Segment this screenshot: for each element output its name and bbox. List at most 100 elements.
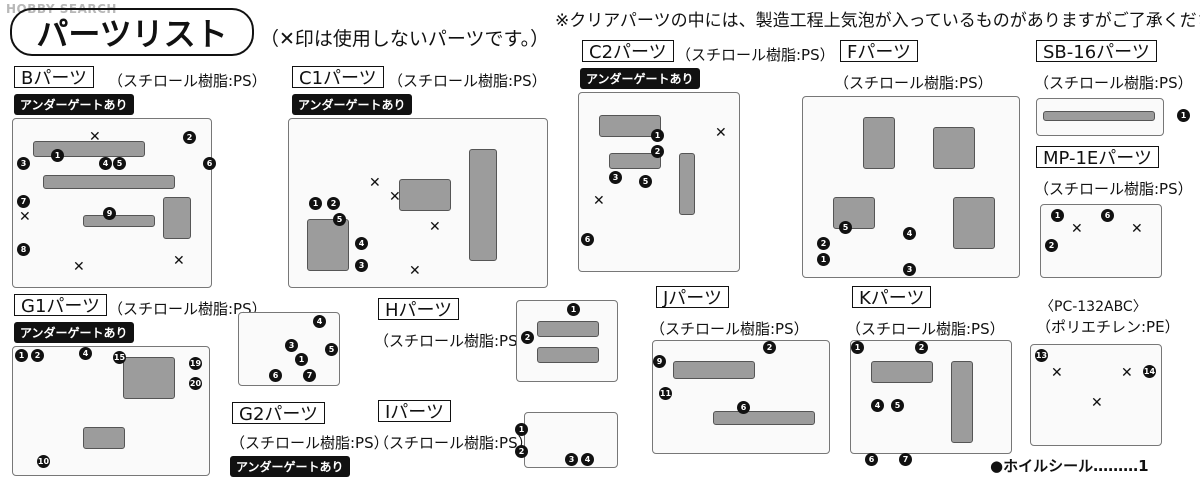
runner-frame-c2: 1 2 3 5 6 ✕ ✕: [578, 92, 740, 272]
part-c2-1: [599, 115, 661, 137]
runner-label-g1: G1パーツ: [14, 294, 108, 317]
part-number: 2: [651, 145, 664, 158]
part-g1-1: [123, 357, 175, 399]
runner-frame-g2: 4 3 5 1 6 7: [238, 312, 340, 386]
part-number: 4: [313, 315, 326, 328]
runner-material-g2: （スチロール樹脂:PS）: [230, 434, 389, 452]
part-number: 9: [103, 207, 116, 220]
runner-material-pc: （ポリエチレン:PE）: [1036, 318, 1180, 336]
runner-label-mp1e: MP-1Eパーツ: [1036, 146, 1159, 169]
runner-material-i: （スチロール樹脂:PS）: [374, 434, 533, 452]
part-b4: [163, 197, 191, 239]
part-number: 4: [99, 157, 112, 170]
part-number: 3: [355, 259, 368, 272]
runner-label-j: Jパーツ: [656, 286, 729, 309]
runner-label-c2: C2パーツ: [582, 40, 674, 63]
part-number: 3: [17, 157, 30, 170]
part-number: 1: [567, 303, 580, 316]
part-c2-2: [609, 153, 661, 169]
part-number: 5: [333, 213, 346, 226]
runner-material-j: （スチロール樹脂:PS）: [650, 320, 809, 338]
runner-material-g1: （スチロール樹脂:PS）: [108, 300, 267, 318]
part-j1: [673, 361, 755, 379]
part-number: 9: [653, 355, 666, 368]
part-number: 4: [871, 399, 884, 412]
part-number: 2: [817, 237, 830, 250]
unused-mark: ✕: [429, 219, 441, 235]
unused-mark: ✕: [389, 189, 401, 205]
unused-mark: ✕: [715, 125, 727, 141]
part-number: 4: [355, 237, 368, 250]
part-number: 1: [15, 349, 28, 362]
runner-frame-g1: 1 2 4 15 19 20 10: [12, 346, 210, 476]
part-number: 2: [763, 341, 776, 354]
runner-frame-c1: 1 2 3 4 5 ✕ ✕ ✕ ✕: [288, 118, 548, 288]
part-number: 2: [1045, 239, 1058, 252]
part-number: 15: [113, 351, 126, 364]
foil-sticker-note: ●ホイルシール………1: [990, 457, 1149, 475]
unused-mark: ✕: [1051, 365, 1063, 381]
page-title: パーツリスト: [10, 8, 254, 56]
part-number: 6: [1101, 209, 1114, 222]
part-number: 5: [639, 175, 652, 188]
unused-mark: ✕: [593, 193, 605, 209]
part-number: 14: [1143, 365, 1156, 378]
unused-mark: ✕: [369, 175, 381, 191]
under-gate-badge-c2: アンダーゲートあり: [580, 68, 700, 89]
part-number: 7: [899, 453, 912, 466]
runner-material-k: （スチロール樹脂:PS）: [846, 320, 1005, 338]
runner-frame-k: 1 2 4 5 6 7: [850, 340, 1012, 466]
part-number: 1: [309, 197, 322, 210]
part-number: 4: [581, 453, 594, 466]
part-number: 6: [269, 369, 282, 382]
part-number: 2: [327, 197, 340, 210]
part-number: 3: [565, 453, 578, 466]
runner-label-b: Bパーツ: [14, 66, 94, 89]
part-g1-2: [83, 427, 125, 449]
part-number: 5: [113, 157, 126, 170]
unused-mark: ✕: [409, 263, 421, 279]
unused-mark: ✕: [1131, 221, 1143, 237]
runner-frame-h: 1 2: [516, 300, 618, 382]
part-number: 3: [285, 339, 298, 352]
part-k2: [951, 361, 973, 443]
part-h2: [537, 347, 599, 363]
runner-label-h: Hパーツ: [378, 298, 460, 321]
unused-mark: ✕: [1121, 365, 1133, 381]
part-number: 1: [817, 253, 830, 266]
runner-frame-pc: 13 14 ✕ ✕ ✕: [1030, 344, 1162, 446]
part-j2: [713, 411, 815, 425]
part-number: 20: [189, 377, 202, 390]
part-number: 2: [183, 131, 196, 144]
part-f4: [953, 197, 995, 249]
runner-frame-mp1e: 1 2 6 ✕ ✕: [1040, 204, 1162, 278]
part-c1-1: [307, 219, 349, 271]
part-number: 1: [1051, 209, 1064, 222]
part-number: 1: [515, 423, 528, 436]
part-number: 6: [203, 157, 216, 170]
part-number: 2: [31, 349, 44, 362]
part-number: 4: [79, 347, 92, 360]
part-number: 6: [865, 453, 878, 466]
runner-material-sb16: （スチロール樹脂:PS）: [1034, 74, 1193, 92]
runner-frame-i: 1 2 3 4: [515, 412, 618, 468]
runner-material-f: （スチロール樹脂:PS）: [834, 74, 993, 92]
unused-mark: ✕: [19, 209, 31, 225]
part-c1-3: [399, 179, 451, 211]
unused-mark: ✕: [173, 253, 185, 269]
title-note: （✕印は使用しないパーツです。）: [260, 28, 550, 50]
part-number: 2: [515, 445, 528, 458]
part-number: 6: [581, 233, 594, 246]
part-number: 3: [903, 263, 916, 276]
runner-material-c2: （スチロール樹脂:PS）: [676, 46, 835, 64]
unused-mark: ✕: [1071, 221, 1083, 237]
clear-parts-note: ※クリアパーツの中には、製造工程上気泡が入っているものがありますがご了承ください…: [555, 11, 1200, 31]
runner-frame-b: 1 2 3 4 5 6 7 8 9 ✕ ✕ ✕ ✕: [12, 118, 216, 288]
part-number: 6: [737, 401, 750, 414]
under-gate-badge-b: アンダーゲートあり: [14, 94, 134, 115]
under-gate-badge-g2: アンダーゲートあり: [230, 456, 350, 477]
under-gate-badge-g1: アンダーゲートあり: [14, 322, 134, 343]
part-number: 19: [189, 357, 202, 370]
part-c2-3: [679, 153, 695, 215]
part-number: 1: [851, 341, 864, 354]
